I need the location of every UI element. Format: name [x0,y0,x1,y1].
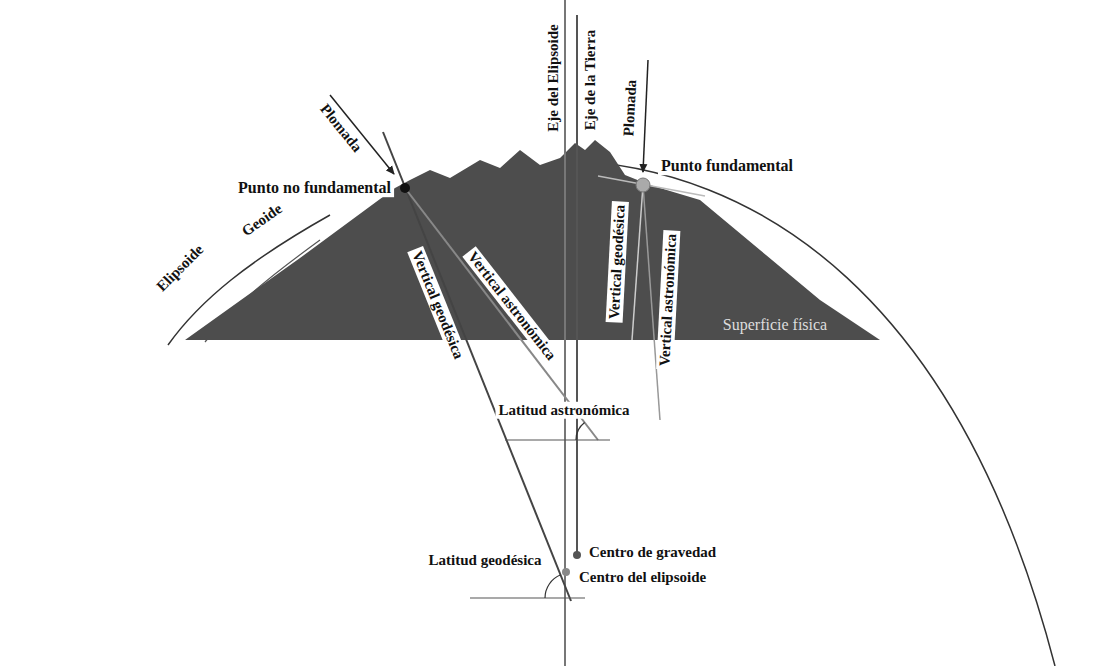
axis-label: Eje del Elipsoide [545,21,562,135]
latitude-label: Latitud geodésica [426,552,545,569]
point-label: Punto no fundamental [235,179,394,197]
center-label: Centro de gravedad [586,544,719,561]
angle-arc [576,423,585,441]
surface-label: Geoide [236,199,287,242]
surface-label: Elipsoide [151,239,209,297]
surface-label: Superficie física [723,316,827,334]
latitude-baseline [470,597,585,598]
geodesic-vertical [632,185,643,340]
tangent-line [598,176,705,196]
gravity-center-dot [573,551,581,559]
latitude-label: Latitud astronómica [496,402,633,419]
plumb-label: Plomada [620,76,640,139]
ellipsoid-axis [564,0,566,666]
physical-surface [185,140,880,340]
point-label: Punto fundamental [658,157,796,175]
angle-arc [545,575,561,598]
astronomic-vertical [643,185,660,420]
axis-label: Eje de la Tierra [582,27,599,134]
fundamental-point [636,178,650,192]
center-label: Centro del elipsoide [576,569,709,586]
non-fundamental-point [400,183,410,193]
earth-axis [576,15,578,555]
plumb-arrow [643,60,648,172]
ellipsoid-center-dot [562,568,570,576]
latitude-baseline [505,439,610,440]
plumb-label: Plomada [315,98,367,157]
